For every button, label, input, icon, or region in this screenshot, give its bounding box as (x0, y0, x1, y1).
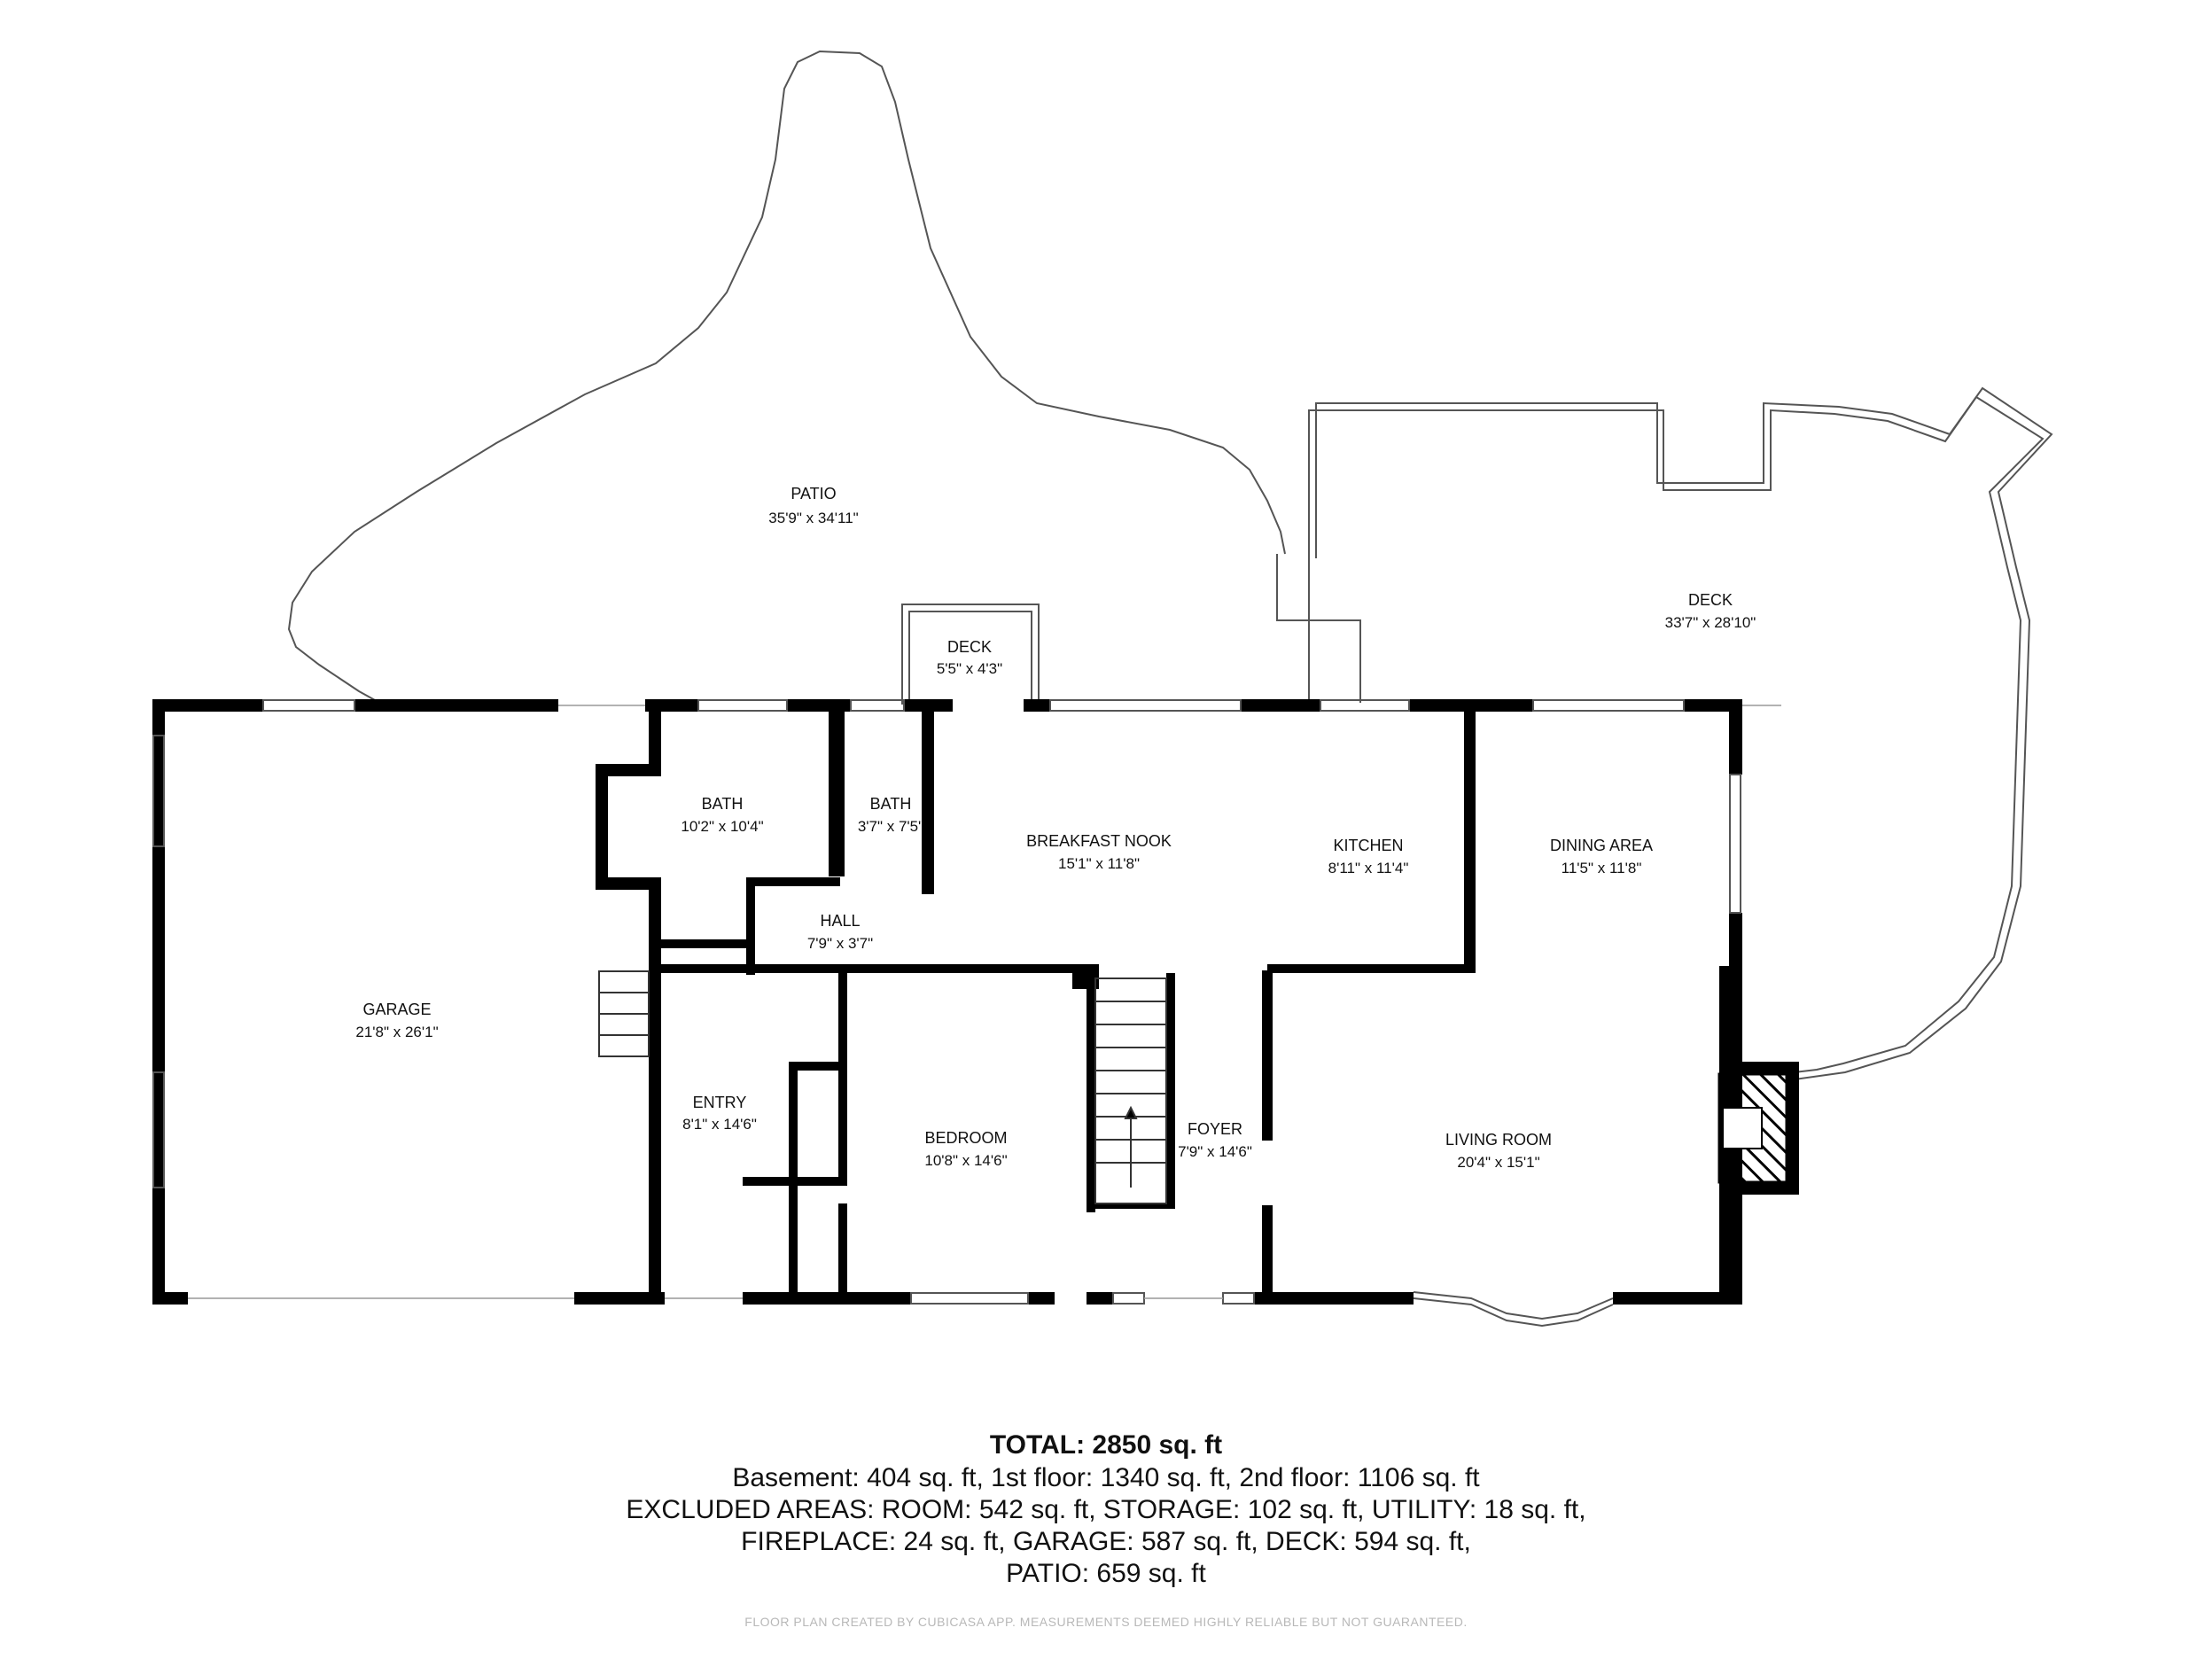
room-name-living-room: LIVING ROOM (1445, 1131, 1552, 1149)
room-name-bath-2: BATH (870, 795, 912, 813)
room-dims-bedroom: 10'8" x 14'6" (924, 1152, 1007, 1169)
room-dims-bath-2: 3'7" x 7'5" (858, 818, 923, 835)
room-dims-bath-1: 10'2" x 10'4" (681, 818, 763, 835)
room-dims-deck-small: 5'5" x 4'3" (937, 660, 1002, 677)
deck-small-outline (901, 604, 1040, 705)
disclaimer-note: FLOOR PLAN CREATED BY CUBICASA APP. MEAS… (744, 1615, 1468, 1629)
room-dims-entry: 8'1" x 14'6" (682, 1116, 757, 1133)
summary-line-excluded-1: EXCLUDED AREAS: ROOM: 542 sq. ft, STORAG… (626, 1495, 1586, 1524)
room-dims-dining-area: 11'5" x 11'8" (1562, 860, 1642, 876)
room-labels: PATIO 35'9" x 34'11" DECK 33'7" x 28'10"… (355, 485, 1756, 1171)
room-dims-living-room: 20'4" x 15'1" (1457, 1154, 1539, 1171)
garage-steps (598, 970, 650, 1057)
room-name-deck-small: DECK (947, 638, 992, 656)
room-name-dining-area: DINING AREA (1550, 837, 1653, 854)
room-name-deck-large: DECK (1688, 591, 1733, 609)
room-name-bath-1: BATH (702, 795, 744, 813)
summary-line-excluded-2: FIREPLACE: 24 sq. ft, GARAGE: 587 sq. ft… (741, 1527, 1471, 1556)
room-name-kitchen: KITCHEN (1333, 837, 1403, 854)
room-name-patio: PATIO (791, 485, 836, 502)
room-dims-breakfast-nook: 15'1" x 11'8" (1058, 855, 1140, 872)
room-name-bedroom: BEDROOM (924, 1129, 1007, 1147)
total-area: TOTAL: 2850 sq. ft (989, 1430, 1223, 1460)
room-name-breakfast-nook: BREAKFAST NOOK (1026, 832, 1172, 850)
room-name-entry: ENTRY (693, 1094, 747, 1111)
room-dims-patio: 35'9" x 34'11" (768, 510, 858, 526)
staircase (1094, 977, 1167, 1204)
openings (188, 705, 1781, 1299)
summary-line-excluded-3: PATIO: 659 sq. ft (1006, 1559, 1206, 1588)
windows (152, 699, 1741, 1328)
area-summary: TOTAL: 2850 sq. ft Basement: 404 sq. ft,… (0, 1429, 2212, 1590)
room-dims-garage: 21'8" x 26'1" (355, 1024, 438, 1040)
room-name-garage: GARAGE (362, 1001, 431, 1018)
room-dims-deck-large: 33'7" x 28'10" (1665, 614, 1756, 631)
walls (152, 699, 1799, 1305)
room-dims-foyer: 7'9" x 14'6" (1178, 1143, 1252, 1160)
deck-large-outline-inner (1315, 386, 2053, 1080)
room-name-hall: HALL (820, 912, 860, 930)
patio-outline (287, 50, 1286, 705)
room-dims-kitchen: 8'11" x 11'4" (1328, 860, 1409, 876)
deck-large-outline (1276, 395, 2045, 1073)
room-name-foyer: FOYER (1188, 1120, 1242, 1138)
room-dims-hall: 7'9" x 3'7" (807, 935, 873, 952)
summary-line-floors: Basement: 404 sq. ft, 1st floor: 1340 sq… (732, 1463, 1480, 1492)
